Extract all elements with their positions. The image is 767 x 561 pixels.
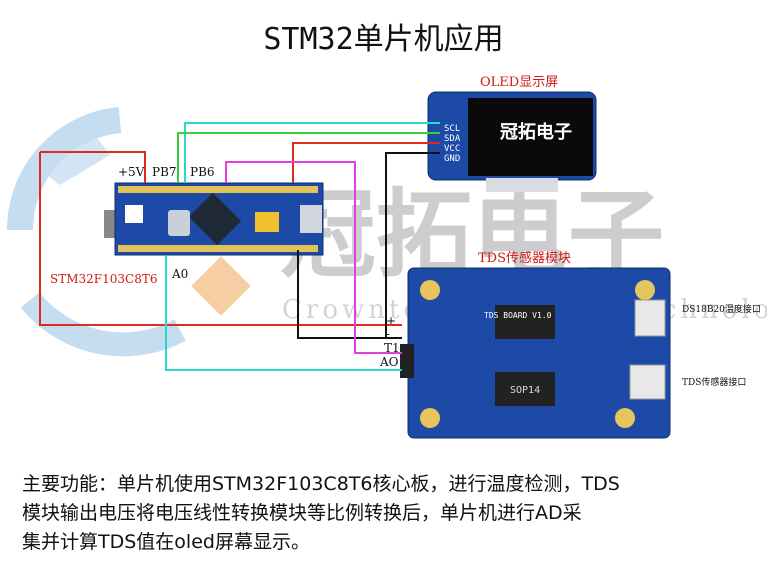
stm32-pin-pb7: PB7 [152, 165, 177, 179]
oled-pin-vcc: VCC [444, 144, 460, 154]
wires [39, 122, 440, 371]
wire-vcc [39, 152, 402, 326]
oled-pin-sda: SDA [444, 134, 461, 144]
wire-scl [184, 122, 440, 183]
wire-5v [40, 151, 146, 183]
tds-probe-label: TDS传感器接口 [682, 376, 746, 388]
tds-pin-minus: - [386, 327, 390, 341]
stm32-pin-a0: A0 [171, 267, 188, 281]
stm32-pin-pb6: PB6 [190, 165, 215, 179]
oled-logo-text: 冠拓电子 [500, 121, 572, 143]
stm32-pin-5v: +5V [118, 165, 145, 179]
wire-ao [165, 255, 402, 371]
wire-sda [177, 132, 440, 183]
stm32-model-label: STM32F103C8T6 [50, 272, 157, 286]
ds18b20-label: DS18B20温度接口 [682, 303, 761, 315]
tds-pin-plus: + [386, 314, 396, 328]
tds-chip-label: SOP14 [510, 385, 540, 396]
tds-pin-t1: T1 [384, 341, 400, 355]
page-title: STM32单片机应用 [263, 22, 504, 57]
description-line-1: 主要功能：单片机使用STM32F103C8T6核心板，进行温度检测，TDS [22, 473, 620, 495]
tds-module: TDS传感器模块 TDS BOARD V1.0 SOP14 + - T1 AO … [379, 250, 761, 439]
wire-oled-gnd [385, 152, 440, 338]
wire-oled-vcc [292, 142, 440, 183]
oled-pin-gnd: GND [444, 154, 460, 164]
wiring-diagram: 冠拓电子 Crownto Electronic Technology STM32… [6, 75, 767, 439]
tds-board-label: TDS BOARD V1.0 [484, 311, 552, 320]
oled-title: OLED显示屏 [480, 75, 558, 90]
stm32-board: STM32F103C8T6 +5V PB7 PB6 A0 [50, 165, 324, 286]
wire-gnd [297, 250, 402, 339]
tds-title: TDS传感器模块 [478, 250, 571, 266]
description-line-2: 模块输出电压将电压线性转换模块等比例转换后，单片机进行AD采 [22, 502, 582, 524]
oled-module: OLED显示屏 冠拓电子 SCL SDA VCC GND [427, 75, 597, 192]
description: 主要功能：单片机使用STM32F103C8T6核心板，进行温度检测，TDS 模块… [22, 470, 752, 557]
oled-pin-scl: SCL [444, 124, 460, 134]
description-line-3: 集并计算TDS值在oled屏幕显示。 [22, 531, 310, 553]
tds-pin-ao: AO [379, 355, 399, 369]
wire-t1 [225, 161, 402, 354]
